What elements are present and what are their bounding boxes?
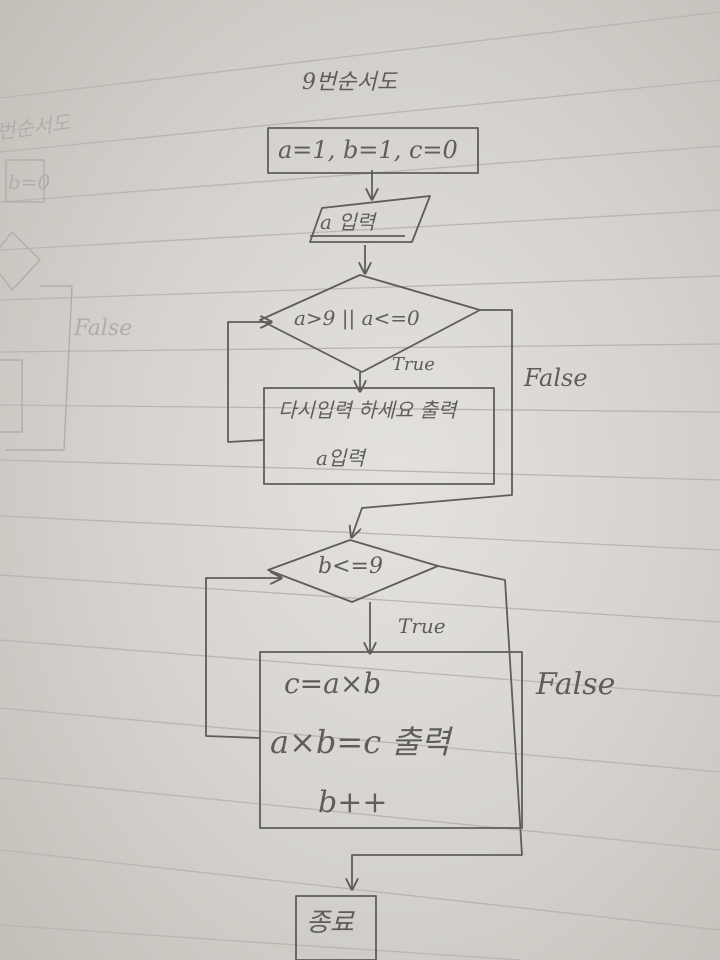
process1-line2: a입력 bbox=[316, 446, 365, 470]
faint-page-init: b=0 bbox=[8, 170, 51, 194]
false2-path bbox=[352, 565, 523, 888]
input-a-shape bbox=[309, 195, 431, 243]
decision1-condition: a>9 || a<=0 bbox=[294, 306, 420, 330]
input-a-text: a 입력 bbox=[320, 210, 376, 234]
decision2-condition: b<=9 bbox=[318, 554, 383, 579]
init-box bbox=[267, 127, 479, 174]
false1-path bbox=[352, 309, 513, 536]
process1-line1: 다시입력 하세요 출력 bbox=[278, 398, 457, 422]
true2-label: True bbox=[398, 614, 446, 638]
flowchart-title: 9번순서도 bbox=[302, 70, 397, 95]
faint-previous-flowchart bbox=[0, 159, 73, 451]
process-box-2 bbox=[259, 651, 523, 829]
end-text: 종료 bbox=[306, 908, 354, 938]
ruled-lines bbox=[0, 11, 720, 960]
process2-line1: c=a×b bbox=[284, 667, 382, 700]
loop1-back-line bbox=[227, 322, 270, 443]
loop2-back-line bbox=[205, 578, 280, 739]
faint-page-false: False bbox=[74, 316, 133, 341]
process2-line3: b++ bbox=[318, 785, 388, 820]
init-text: a=1, b=1, c=0 bbox=[278, 136, 458, 164]
process-box-1 bbox=[263, 387, 495, 485]
end-box bbox=[295, 895, 377, 960]
false2-label: False bbox=[536, 667, 616, 702]
flowchart-shapes bbox=[205, 127, 523, 960]
false1-label: False bbox=[524, 364, 588, 392]
true1-label: True bbox=[392, 354, 435, 375]
process2-line2: a×b=c 출력 bbox=[270, 723, 451, 761]
